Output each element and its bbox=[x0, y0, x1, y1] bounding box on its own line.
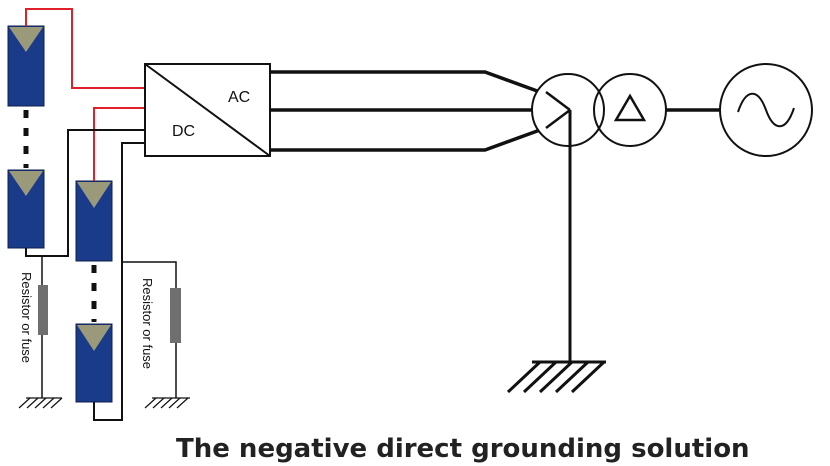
inverter: AC DC bbox=[144, 63, 271, 157]
left-ground-path: Resistor or fuse bbox=[18, 256, 63, 409]
left-pv-string bbox=[7, 25, 45, 249]
negative-wires bbox=[25, 129, 145, 421]
ground-icon bbox=[506, 360, 606, 394]
resistor-icon bbox=[38, 285, 48, 335]
solar-panel-icon bbox=[75, 323, 113, 403]
positive-wires bbox=[25, 8, 145, 181]
ground-icon bbox=[144, 397, 190, 409]
inverter-ac-label: AC bbox=[228, 89, 250, 106]
right-ground-path: Resistor or fuse bbox=[122, 261, 190, 409]
ground-icon bbox=[18, 397, 63, 409]
right-ground-label: Resistor or fuse bbox=[140, 278, 155, 369]
diagram-caption: The negative direct grounding solution bbox=[176, 434, 750, 464]
resistor-icon bbox=[170, 288, 181, 343]
delta-icon bbox=[613, 93, 647, 122]
right-pv-string bbox=[75, 180, 113, 403]
ac-source-icon bbox=[719, 63, 813, 157]
solar-panel-icon bbox=[7, 25, 45, 107]
solar-panel-icon bbox=[7, 169, 45, 249]
neutral-ground bbox=[506, 110, 606, 394]
ac-output-lines bbox=[270, 70, 541, 152]
left-ground-label: Resistor or fuse bbox=[19, 272, 34, 363]
solar-panel-icon bbox=[75, 180, 113, 262]
transformer-icon bbox=[531, 73, 667, 147]
inverter-dc-label: DC bbox=[172, 123, 195, 140]
